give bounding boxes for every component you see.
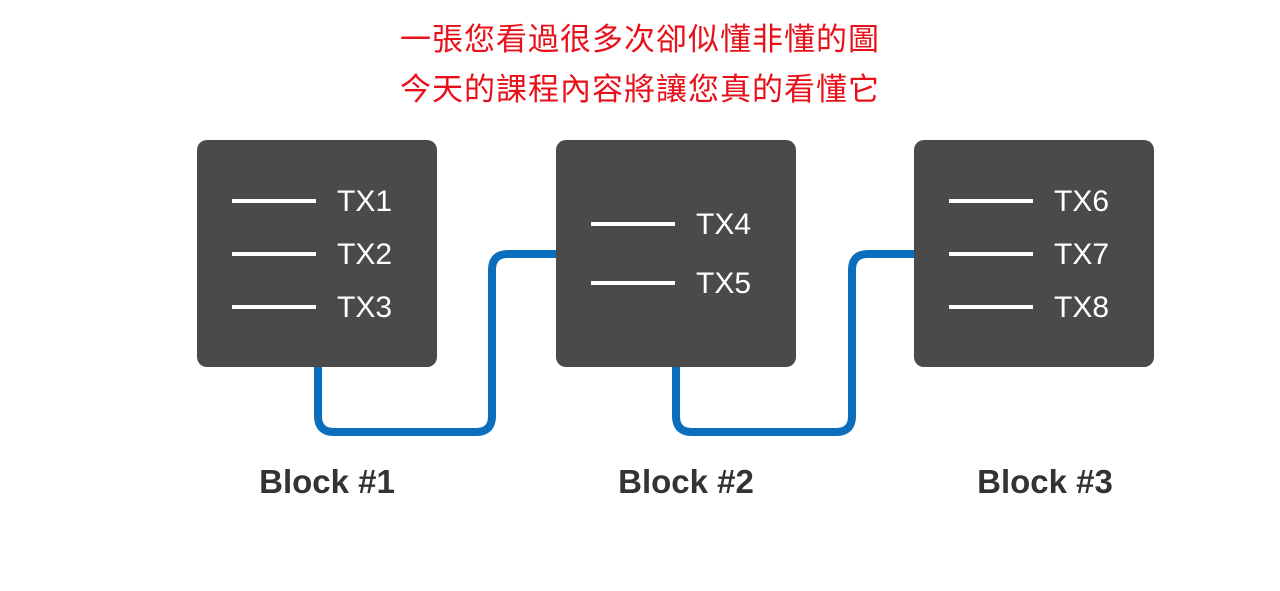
block-2: TX4 TX5 [556, 140, 796, 367]
title-line-2: 今天的課程內容將讓您真的看懂它 [400, 72, 880, 108]
chain-link-1-2 [314, 250, 560, 436]
block-3: TX6 TX7 TX8 [914, 140, 1154, 367]
block-2-label: Block #2 [618, 463, 754, 500]
block-1: TX1 TX2 TX3 [197, 140, 437, 367]
block-2-box [556, 140, 796, 367]
block-1-box [197, 140, 437, 367]
chain-link-2-3 [672, 250, 918, 436]
block-3-box [914, 140, 1154, 367]
block-1-label: Block #1 [259, 463, 395, 500]
tx-label: TX5 [696, 267, 751, 300]
title-line-1: 一張您看過很多次卻似懂非懂的圖 [400, 22, 880, 58]
tx-label: TX7 [1054, 238, 1109, 271]
tx-label: TX8 [1054, 291, 1109, 324]
tx-label: TX3 [337, 291, 392, 324]
tx-label: TX6 [1054, 185, 1109, 218]
tx-label: TX4 [696, 208, 751, 241]
block-3-label: Block #3 [977, 463, 1113, 500]
tx-label: TX1 [337, 185, 392, 218]
tx-label: TX2 [337, 238, 392, 271]
